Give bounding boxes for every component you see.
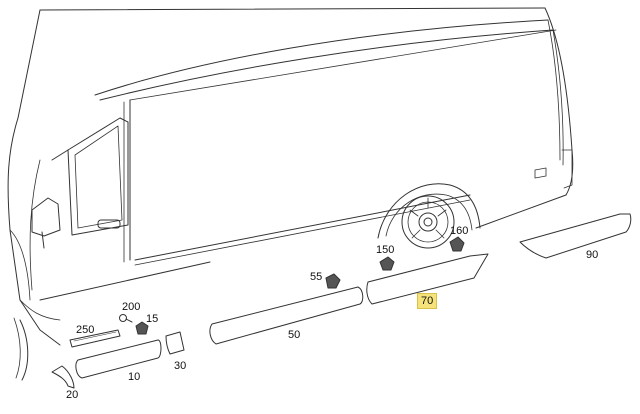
part-160-clip	[449, 236, 465, 252]
part-15-clip	[135, 321, 149, 335]
callout-10: 10	[128, 371, 141, 383]
callout-150: 150	[376, 244, 395, 256]
part-70-molding	[366, 253, 489, 305]
callout-250: 250	[76, 324, 95, 336]
callout-160: 160	[450, 225, 469, 237]
van-body	[7, 7, 574, 381]
callout-90: 90	[586, 249, 599, 261]
part-10-molding	[75, 339, 162, 379]
part-250-strip	[69, 329, 121, 348]
callout-20: 20	[66, 389, 79, 401]
part-50-molding	[209, 286, 364, 345]
part-200-screw	[119, 314, 133, 323]
part-30-piece	[165, 331, 185, 355]
part-20-corner	[51, 365, 75, 389]
callout-200: 200	[122, 301, 141, 313]
callout-55: 55	[310, 271, 323, 283]
callout-15: 15	[146, 313, 159, 325]
part-90-molding	[519, 213, 632, 259]
callout-30: 30	[174, 360, 187, 372]
rear-wheel	[377, 183, 481, 249]
callout-50: 50	[288, 329, 301, 341]
callout-70-highlighted: 70	[417, 293, 438, 309]
part-150-clip	[379, 256, 395, 271]
part-55-clip	[325, 273, 341, 289]
